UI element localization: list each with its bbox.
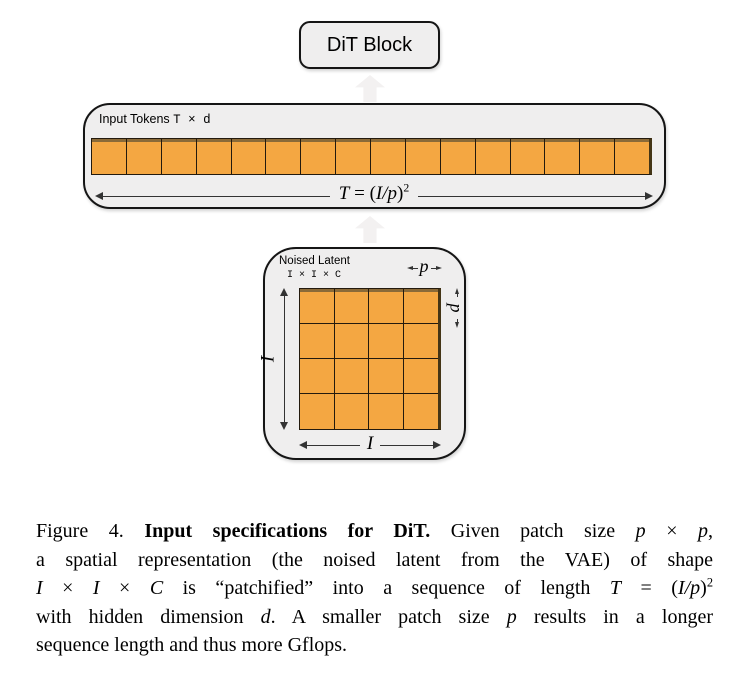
token-cell [92, 139, 127, 174]
left-arrowhead-icon [95, 192, 103, 200]
latent-width-label: I [366, 432, 374, 454]
left-arrowhead-icon [406, 266, 413, 270]
token-cell [266, 139, 302, 174]
down-arrowhead-icon [455, 322, 459, 328]
latent-width-arrow: I [299, 432, 442, 456]
sequence-length-formula: T = (I/p)2 [338, 181, 410, 204]
up-arrowhead-icon [280, 288, 288, 296]
latent-cell [300, 289, 335, 324]
caption-line: with hidden dimension d. A smaller patch… [36, 605, 713, 628]
right-arrowhead-icon [433, 441, 442, 449]
figure-caption: Figure 4. Input specifications for DiT. … [36, 517, 713, 660]
down-arrowhead-icon [280, 422, 288, 430]
caption-line: sequence length and thus more Gflops. [36, 634, 348, 656]
input-tokens-box: Input Tokens T × d T = (I/p)2 [83, 103, 666, 209]
up-arrowhead-icon [455, 288, 459, 294]
patch-width-arrow: p [403, 257, 445, 279]
token-cell [196, 139, 232, 174]
token-cell [615, 139, 649, 174]
latent-cell [369, 289, 404, 324]
token-cell [161, 139, 197, 174]
latent-cell [403, 289, 438, 324]
token-cell [440, 139, 476, 174]
latent-cell [403, 359, 438, 394]
latent-cell [403, 394, 438, 429]
patch-height-label: p [446, 303, 466, 313]
latent-cell [369, 359, 404, 394]
latent-cell [334, 359, 369, 394]
token-cell [545, 139, 581, 174]
latent-cell [300, 394, 335, 429]
input-tokens-label: Input Tokens T × d [99, 112, 211, 127]
dit-block: DiT Block [299, 21, 440, 69]
patch-height-arrow: p [446, 288, 467, 328]
latent-cell [334, 289, 369, 324]
token-cell [336, 139, 371, 174]
noised-latent-box: Noised Latent I × I × C p p I [258, 247, 467, 460]
token-cell [475, 139, 511, 174]
latent-cell [403, 324, 438, 359]
up-arrow-icon [355, 75, 385, 102]
latent-cell [334, 324, 369, 359]
patch-width-label: p [419, 256, 429, 276]
input-tokens-label-text: Input Tokens [99, 112, 174, 126]
latent-cell [300, 359, 335, 394]
up-arrow-icon [355, 216, 385, 243]
latent-height-label: I [257, 355, 279, 363]
noised-latent-label: Noised Latent [279, 255, 350, 267]
latent-grid [299, 288, 441, 430]
noised-latent-dims: I × I × C [287, 270, 342, 281]
token-cell [580, 139, 616, 174]
token-cell [405, 139, 441, 174]
token-cell [301, 139, 337, 174]
input-tokens-dims: T × d [173, 113, 211, 127]
right-arrowhead-icon [645, 192, 654, 200]
dit-block-label: DiT Block [326, 33, 413, 56]
left-arrowhead-icon [299, 441, 307, 449]
token-cell [371, 139, 406, 174]
right-arrowhead-icon [435, 266, 442, 270]
sequence-length-arrow: T = (I/p)2 [95, 181, 654, 209]
latent-height-arrow: I [258, 288, 289, 430]
latent-cell [334, 394, 369, 429]
caption-line: I × I × C is “patchified” into a sequenc… [36, 575, 714, 599]
latent-cell [369, 324, 404, 359]
token-cell [510, 139, 546, 174]
latent-cell [369, 394, 404, 429]
caption-line: a spatial representation (the noised lat… [36, 548, 713, 571]
caption-line: Figure 4. Input specifications for DiT. … [36, 520, 714, 542]
token-cell [231, 139, 267, 174]
token-row [91, 138, 652, 175]
token-cell [126, 139, 162, 174]
latent-cell [300, 324, 335, 359]
